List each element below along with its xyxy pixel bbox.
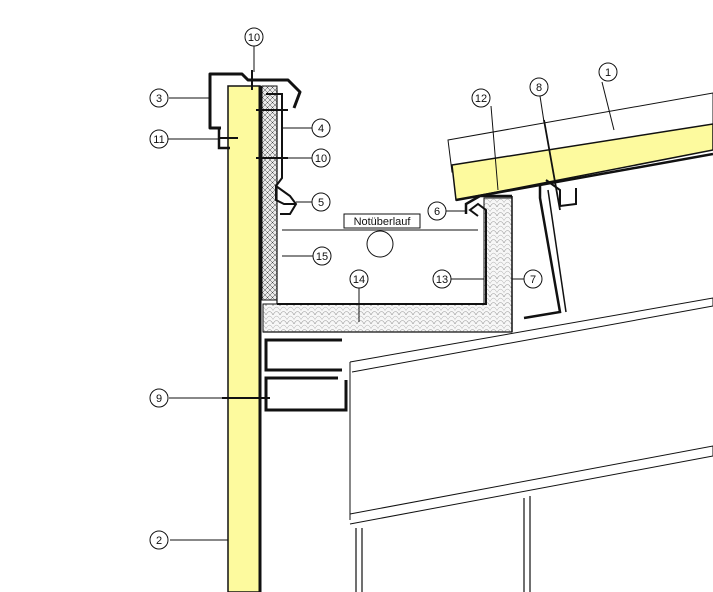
callout-13: 13 <box>432 269 452 289</box>
svg-text:6: 6 <box>434 206 440 218</box>
callout-9: 9 <box>149 388 169 408</box>
svg-text:3: 3 <box>156 93 162 105</box>
eaves-z-profile-inner <box>547 189 567 313</box>
callout-4: 4 <box>311 118 331 138</box>
callout-12: 12 <box>471 88 491 108</box>
svg-text:11: 11 <box>153 134 164 146</box>
gutter-liner <box>277 202 487 305</box>
svg-text:10: 10 <box>315 153 327 165</box>
coping-cap <box>208 72 302 130</box>
svg-text:7: 7 <box>530 274 536 286</box>
roof-upper-layer <box>447 92 713 173</box>
roof-screw-8 <box>543 119 561 211</box>
hall-roof-outline <box>349 297 713 373</box>
svg-text:10: 10 <box>248 32 260 44</box>
callout-7: 7 <box>523 269 543 289</box>
svg-text:12: 12 <box>475 93 487 105</box>
emergency-overflow-label: Notüberlauf <box>354 216 412 228</box>
c-profile-upper <box>264 338 342 372</box>
svg-text:4: 4 <box>318 123 324 135</box>
svg-text:2: 2 <box>156 535 162 547</box>
callout-2: 2 <box>149 530 169 550</box>
emergency-overflow-label-box <box>343 213 421 229</box>
roof-liner <box>455 152 713 202</box>
callout-11: 11 <box>149 129 169 149</box>
svg-text:13: 13 <box>436 274 448 286</box>
callout-15: 15 <box>312 246 332 266</box>
svg-text:8: 8 <box>536 82 542 94</box>
callout-10-side: 10 <box>311 148 331 168</box>
hall-gutter-band <box>349 445 713 525</box>
callout-8: 8 <box>529 77 549 97</box>
wall-insulation-panel <box>227 85 261 592</box>
callout-6: 6 <box>427 201 447 221</box>
emergency-overflow-pipe <box>366 230 394 258</box>
callout-14: 14 <box>349 269 369 289</box>
leader-lines <box>168 46 615 541</box>
svg-text:14: 14 <box>353 274 365 286</box>
svg-text:5: 5 <box>318 197 324 209</box>
callout-1: 1 <box>598 62 618 82</box>
attic-lining-hatched <box>261 85 278 301</box>
flashing-5 <box>275 185 298 215</box>
svg-text:1: 1 <box>605 67 611 79</box>
callout-10-top: 10 <box>244 27 264 47</box>
gutter-edge-profile <box>464 194 512 214</box>
callout-5: 5 <box>311 192 331 212</box>
callout-3: 3 <box>149 88 169 108</box>
c-profile-lower <box>264 376 348 412</box>
eaves-z-profile <box>523 186 562 320</box>
svg-text:15: 15 <box>316 251 328 263</box>
svg-text:9: 9 <box>156 393 162 405</box>
roof-insulation <box>451 123 713 201</box>
